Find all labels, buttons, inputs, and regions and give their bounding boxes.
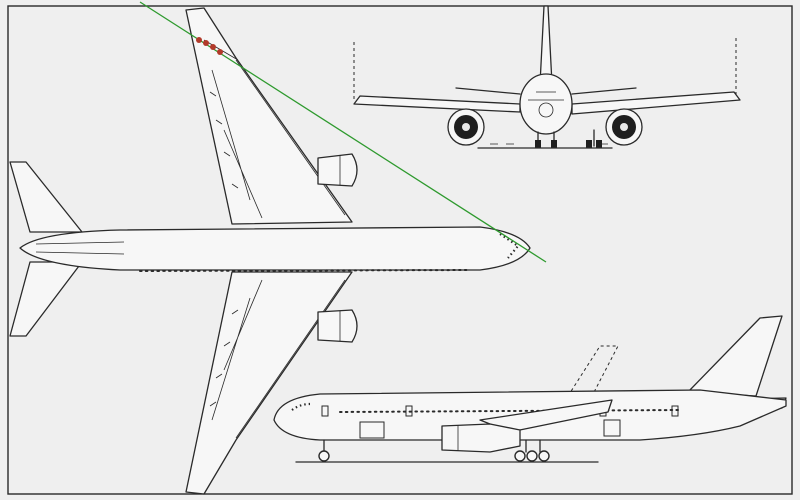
top-view (9, 7, 531, 495)
front-view-left-engine (447, 108, 485, 146)
top-view-lower-wing (185, 271, 353, 495)
side-view-fin (687, 315, 783, 397)
side-view-engine (441, 423, 521, 453)
top-view-lower-engine (317, 309, 358, 343)
front-view-fuselage (519, 73, 573, 135)
top-view-upper-wing (185, 7, 353, 225)
front-view-right-wing (571, 91, 741, 115)
top-view-fuselage (19, 226, 531, 271)
drawing-frame (7, 5, 793, 495)
side-view-landing-gear (318, 439, 550, 462)
front-view-right-engine (605, 108, 643, 146)
front-view (353, 5, 741, 149)
front-view-fin (539, 5, 553, 85)
red-markers (196, 37, 223, 55)
top-view-lower-stabilizer (9, 261, 83, 337)
top-view-upper-stabilizer (9, 161, 83, 233)
front-view-left-wing (353, 95, 521, 113)
side-view (273, 315, 787, 463)
top-view-upper-engine (317, 153, 358, 187)
